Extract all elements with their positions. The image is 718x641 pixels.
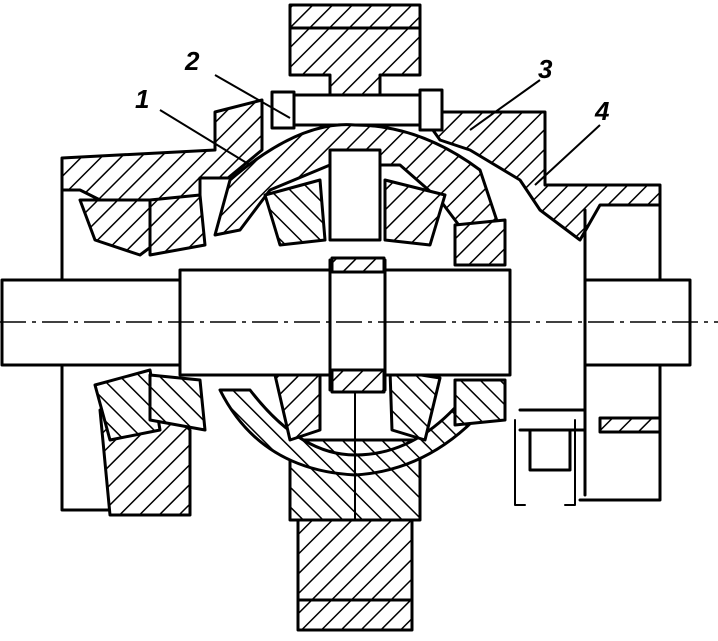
label-1: 1 [135, 84, 149, 114]
bevel-gears [263, 148, 447, 442]
label-2: 2 [184, 46, 200, 76]
label-3: 3 [538, 54, 553, 84]
leader-lines [159, 74, 601, 186]
bearings [148, 193, 507, 432]
ring-gear-bolt [270, 88, 444, 132]
cover-bolt [514, 419, 576, 506]
label-4: 4 [594, 96, 610, 126]
axle-shafts [0, 256, 692, 394]
left-housing [60, 98, 264, 517]
